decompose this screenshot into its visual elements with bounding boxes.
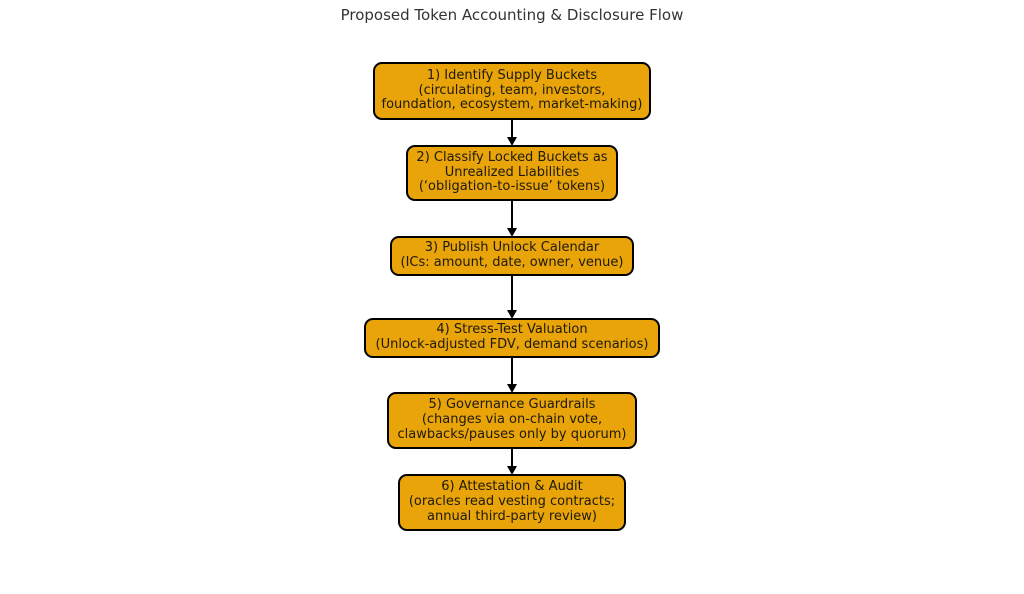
diagram-title: Proposed Token Accounting & Disclosure F… <box>340 6 684 24</box>
arrow-shaft <box>511 357 513 387</box>
flow-arrow-down-2 <box>505 200 519 237</box>
flow-node-identify-supply-buckets: 1) Identify Supply Buckets (circulating,… <box>373 62 651 120</box>
arrow-head-icon <box>507 310 517 319</box>
flow-arrow-down-5 <box>505 448 519 475</box>
flow-node-stress-test-valuation: 4) Stress-Test Valuation (Unlock-adjuste… <box>364 318 660 358</box>
flow-node-attestation-audit: 6) Attestation & Audit (oracles read ves… <box>398 474 626 531</box>
flow-node-classify-locked-buckets: 2) Classify Locked Buckets as Unrealized… <box>406 145 618 201</box>
arrow-head-icon <box>507 466 517 475</box>
arrow-head-icon <box>507 228 517 237</box>
flow-node-governance-guardrails: 5) Governance Guardrails (changes via on… <box>387 392 637 449</box>
flow-arrow-down-1 <box>505 120 519 146</box>
flow-arrow-down-4 <box>505 357 519 393</box>
arrow-shaft <box>511 275 513 313</box>
flow-arrow-down-3 <box>505 275 519 319</box>
arrow-shaft <box>511 448 513 469</box>
arrow-shaft <box>511 120 513 140</box>
arrow-head-icon <box>507 137 517 146</box>
arrow-shaft <box>511 200 513 231</box>
flow-node-publish-unlock-calendar: 3) Publish Unlock Calendar (ICs: amount,… <box>390 236 634 276</box>
arrow-head-icon <box>507 384 517 393</box>
